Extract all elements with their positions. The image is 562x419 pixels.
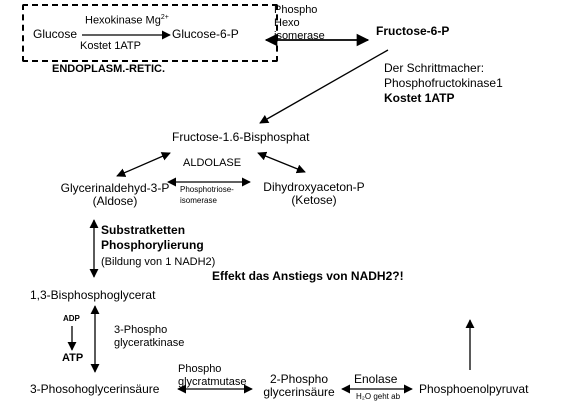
er-label: ENDOPLASM.-RETIC.	[52, 63, 166, 75]
pgm-line2: glycratmutase	[178, 376, 247, 388]
glyceraldehyde-3-phosphate: Glycerinaldehyd-3-P (Aldose)	[40, 181, 190, 209]
glucose-6-phosphate: Glucose-6-P	[172, 27, 239, 41]
phosphohexo-line2: Hexo	[274, 17, 300, 29]
pg2-line1: 2-Phospho	[269, 372, 329, 386]
hexokinase-label: Hexokinase Mg2+	[85, 14, 169, 27]
fructose-1-6-bisphosphate: Fructose-1.6-Bisphosphat	[172, 130, 310, 144]
effekt-question: Effekt das Anstiegs von NADH2?!	[212, 269, 404, 283]
atp-label: ATP	[62, 352, 84, 364]
aldolase-label: ALDOLASE	[183, 157, 242, 169]
phosphohexo-line1: Phospho	[274, 4, 318, 16]
enolase-label: Enolase	[354, 372, 398, 386]
phosphoglycerate-3: 3-Phosohoglycerinsäure	[30, 382, 160, 396]
pgk-line2: glyceratkinase	[114, 337, 185, 349]
substrat-line1: Substratketten	[101, 223, 186, 237]
schrittmacher-line3: Kostet 1ATP	[384, 91, 455, 105]
glucose: Glucose	[33, 27, 78, 41]
dihydroxyacetone-phosphate: Dihydroxyaceton-P (Ketose)	[254, 180, 374, 208]
fructose-6-phosphate: Fructose-6-P	[376, 24, 450, 38]
substrat-line2: Phosphorylierung	[101, 238, 204, 252]
arrow-f6p-f16bp	[259, 49, 389, 124]
g3p-sub: (Aldose)	[92, 194, 138, 209]
schrittmacher-line1: Der Schrittmacher:	[384, 61, 485, 75]
kostet-atp-label: Kostet 1ATP	[80, 40, 141, 52]
triose-isomerase-line1: Phosphotriose-	[180, 185, 234, 194]
bisphosphoglycerate-1-3: 1,3-Bisphosphoglycerat	[30, 288, 156, 302]
dhap-name: Dihydroxyaceton-P	[263, 180, 365, 194]
arrow-f16bp-dhap	[257, 151, 306, 174]
g3p-name: Glycerinaldehyd-3-P	[60, 181, 170, 195]
phosphoenolpyruvate: Phosphoenolpyruvat	[419, 382, 529, 396]
h2o-label: H₂O geht ab	[356, 392, 401, 401]
triose-isomerase-line2: isomerase	[180, 196, 217, 205]
arrow-f16bp-g3p	[116, 152, 171, 177]
pgk-line1: 3-Phospho	[114, 324, 168, 336]
schrittmacher-line2: Phosphofructokinase1	[384, 76, 503, 90]
substrat-line3: (Bildung von 1 NADH2)	[101, 256, 216, 268]
dhap-sub: (Ketose)	[291, 193, 337, 208]
phosphohexo-line3: isomerase	[274, 30, 325, 42]
pgm-line1: Phospho	[178, 363, 222, 375]
endoplasmic-reticulum-box	[22, 4, 278, 62]
pg2-line2: glycerinsäure	[263, 385, 335, 400]
adp-label: ADP	[63, 314, 80, 323]
phosphoglycerate-2: 2-Phospho glycerinsäure	[254, 372, 344, 400]
